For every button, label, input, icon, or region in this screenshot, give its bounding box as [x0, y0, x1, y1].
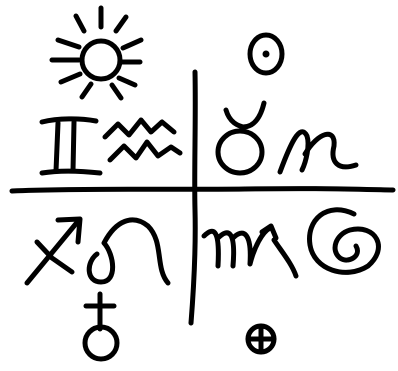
gemini-left-pillar [56, 123, 58, 171]
sun-symbol-dot [263, 51, 270, 58]
earth-symbol-icon [248, 326, 274, 352]
gemini-right-pillar [73, 122, 74, 171]
horizontal-divider [12, 189, 393, 191]
gemini-bottom-bar [42, 171, 100, 173]
